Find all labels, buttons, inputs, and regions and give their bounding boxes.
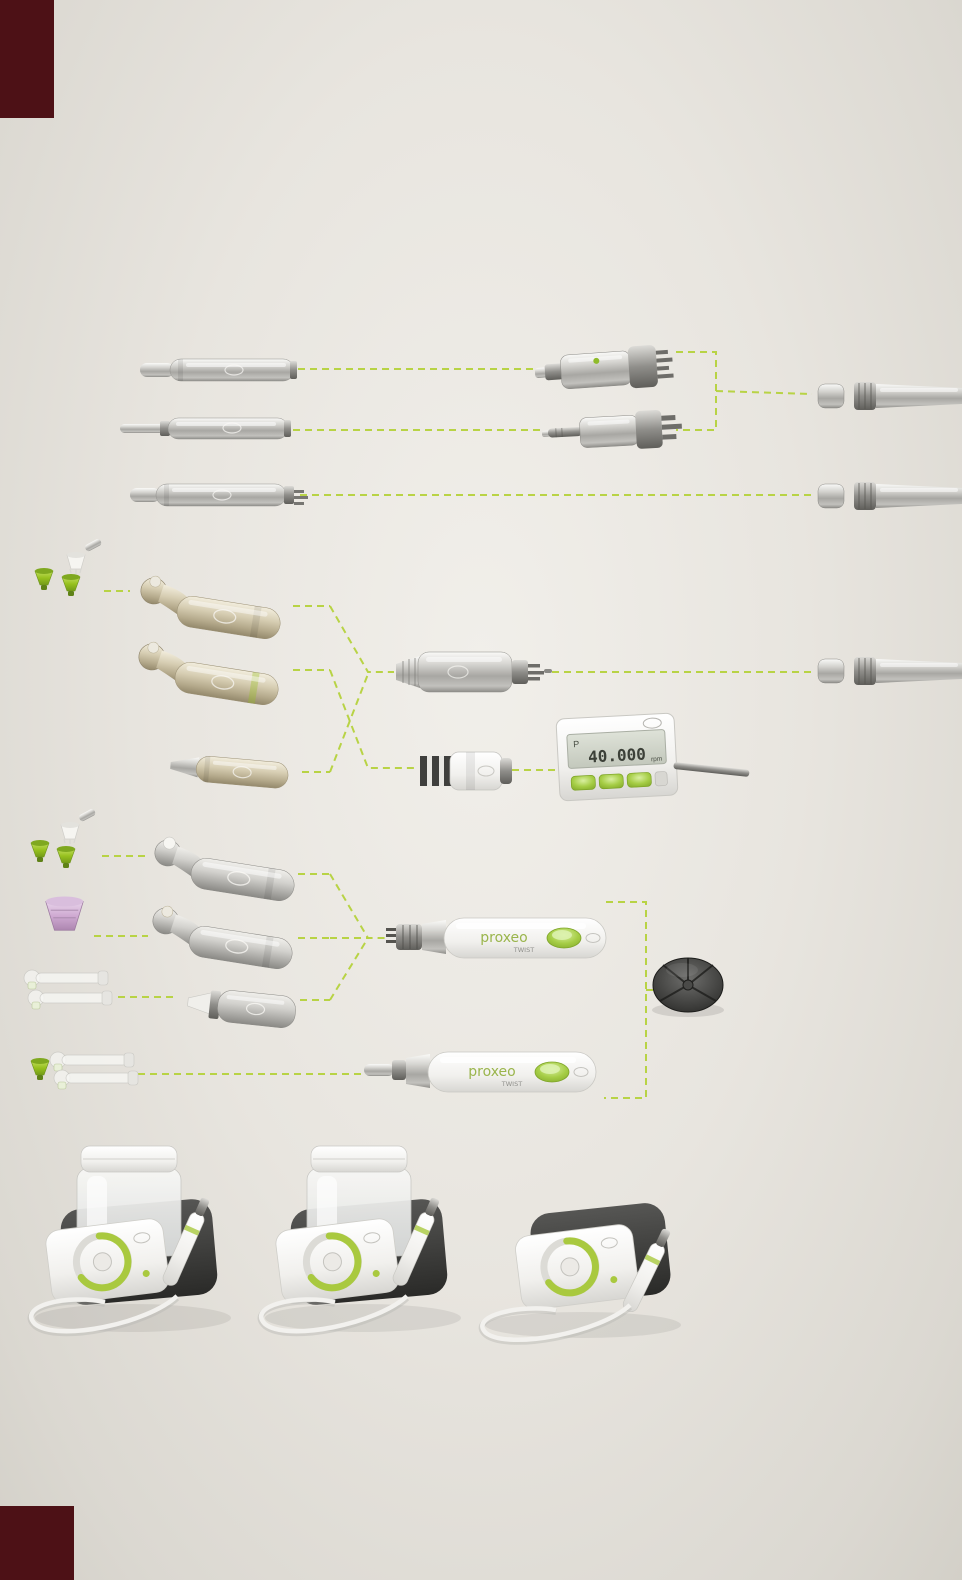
connection-line-twist-bracket [604, 901, 647, 1099]
scaler-station-3 [478, 1203, 681, 1345]
motor-control-unit: P 40.000 rpm [555, 712, 679, 802]
connection-line-coupling-merge-bracket [676, 351, 717, 431]
prophy-cup-icon [30, 1057, 50, 1081]
control-unit-probe [673, 762, 750, 777]
lcd-unit: rpm [651, 756, 663, 764]
prophy-cup-icon [61, 573, 81, 597]
scaler-station-2 [261, 1146, 461, 1333]
wh-logo-icon [213, 609, 237, 624]
scaler-station-1 [31, 1146, 231, 1333]
brand-label: proxeo [468, 1064, 516, 1080]
control-button-gray[interactable] [654, 771, 668, 787]
wh-logo-icon [447, 665, 469, 679]
turbine-handpiece-1 [140, 358, 297, 382]
connection-line-merge-to-micromotor [329, 669, 414, 769]
wh-logo-icon [224, 364, 244, 376]
prophy-cup-icon [34, 567, 54, 591]
electric-micromotor [420, 751, 512, 791]
brand-label: proxeo [480, 930, 528, 946]
cordless-twist-handpiece-1: proxeo TWIST [386, 917, 607, 959]
straight-prophy-handpiece-1 [170, 755, 289, 789]
hose-connector-1 [817, 381, 962, 411]
connection-line-merge-to-twist1-a [329, 873, 386, 939]
turbine-handpiece-3 [130, 483, 308, 507]
prophy-cup-icon [30, 839, 50, 863]
corner-decoration-top [0, 0, 54, 118]
control-button[interactable] [570, 775, 596, 791]
series-label: TWIST [513, 946, 534, 954]
wh-logo-icon [225, 939, 249, 954]
wh-logo-icon [642, 717, 662, 729]
wh-logo-icon [245, 1002, 266, 1016]
wh-logo-icon [600, 1237, 618, 1249]
wh-logo-icon [232, 766, 252, 779]
prophy-brush-icon [66, 537, 103, 575]
disposable-prophy-angle-icon [23, 969, 109, 990]
disposable-prophy-angle-icon [27, 989, 113, 1010]
contra-angle-prophy-2 [138, 641, 279, 705]
control-button[interactable] [598, 773, 624, 790]
connection-lines [94, 351, 813, 1099]
foot-control[interactable] [652, 957, 724, 1013]
contra-angle-prophy-4 [152, 905, 293, 969]
connection-line-bracket-to-hose [715, 390, 813, 395]
wh-logo-icon [477, 765, 495, 777]
connection-line-merge-to-airmotor-b [329, 673, 369, 773]
disposable-prophy-angle-icon [49, 1051, 135, 1072]
turbine-handpiece-2 [120, 417, 291, 440]
control-button[interactable] [626, 772, 652, 788]
quick-connect-adapter [541, 409, 682, 449]
series-label: TWIST [501, 1080, 522, 1088]
contra-angle-prophy-1 [140, 575, 281, 639]
wh-logo-icon [222, 422, 242, 434]
control-front-unit [515, 1224, 639, 1310]
prophy-brush-icon [60, 807, 97, 845]
prophy-cup-purple-icon [45, 896, 84, 931]
scaler-handpiece [622, 1228, 671, 1312]
lcd-value: 40.000 [588, 745, 647, 767]
roto-quick-coupling [534, 345, 674, 390]
air-motor [396, 651, 552, 693]
connection-line-merge-to-twist1-b [329, 937, 369, 1001]
lcd-program: P [573, 739, 580, 749]
contra-angle-prophy-3 [154, 836, 295, 901]
disposable-prophy-angle-icon [53, 1069, 139, 1090]
hose-connector-2 [817, 481, 962, 511]
cordless-twist-handpiece-2: proxeo TWIST [364, 1051, 597, 1093]
lcd-screen [566, 729, 667, 769]
corner-decoration-bottom [0, 1506, 74, 1580]
wh-logo-icon [211, 675, 235, 690]
prophy-cup-icon [56, 845, 76, 869]
wh-logo-icon [573, 1067, 589, 1077]
wh-logo-icon [212, 489, 232, 501]
hose-connector-3 [817, 656, 962, 686]
connection-line-merge-to-airmotor-a [329, 605, 394, 673]
wh-logo-icon [585, 933, 601, 943]
wh-logo-icon [227, 871, 251, 886]
straight-prophy-handpiece-2 [187, 990, 296, 1028]
